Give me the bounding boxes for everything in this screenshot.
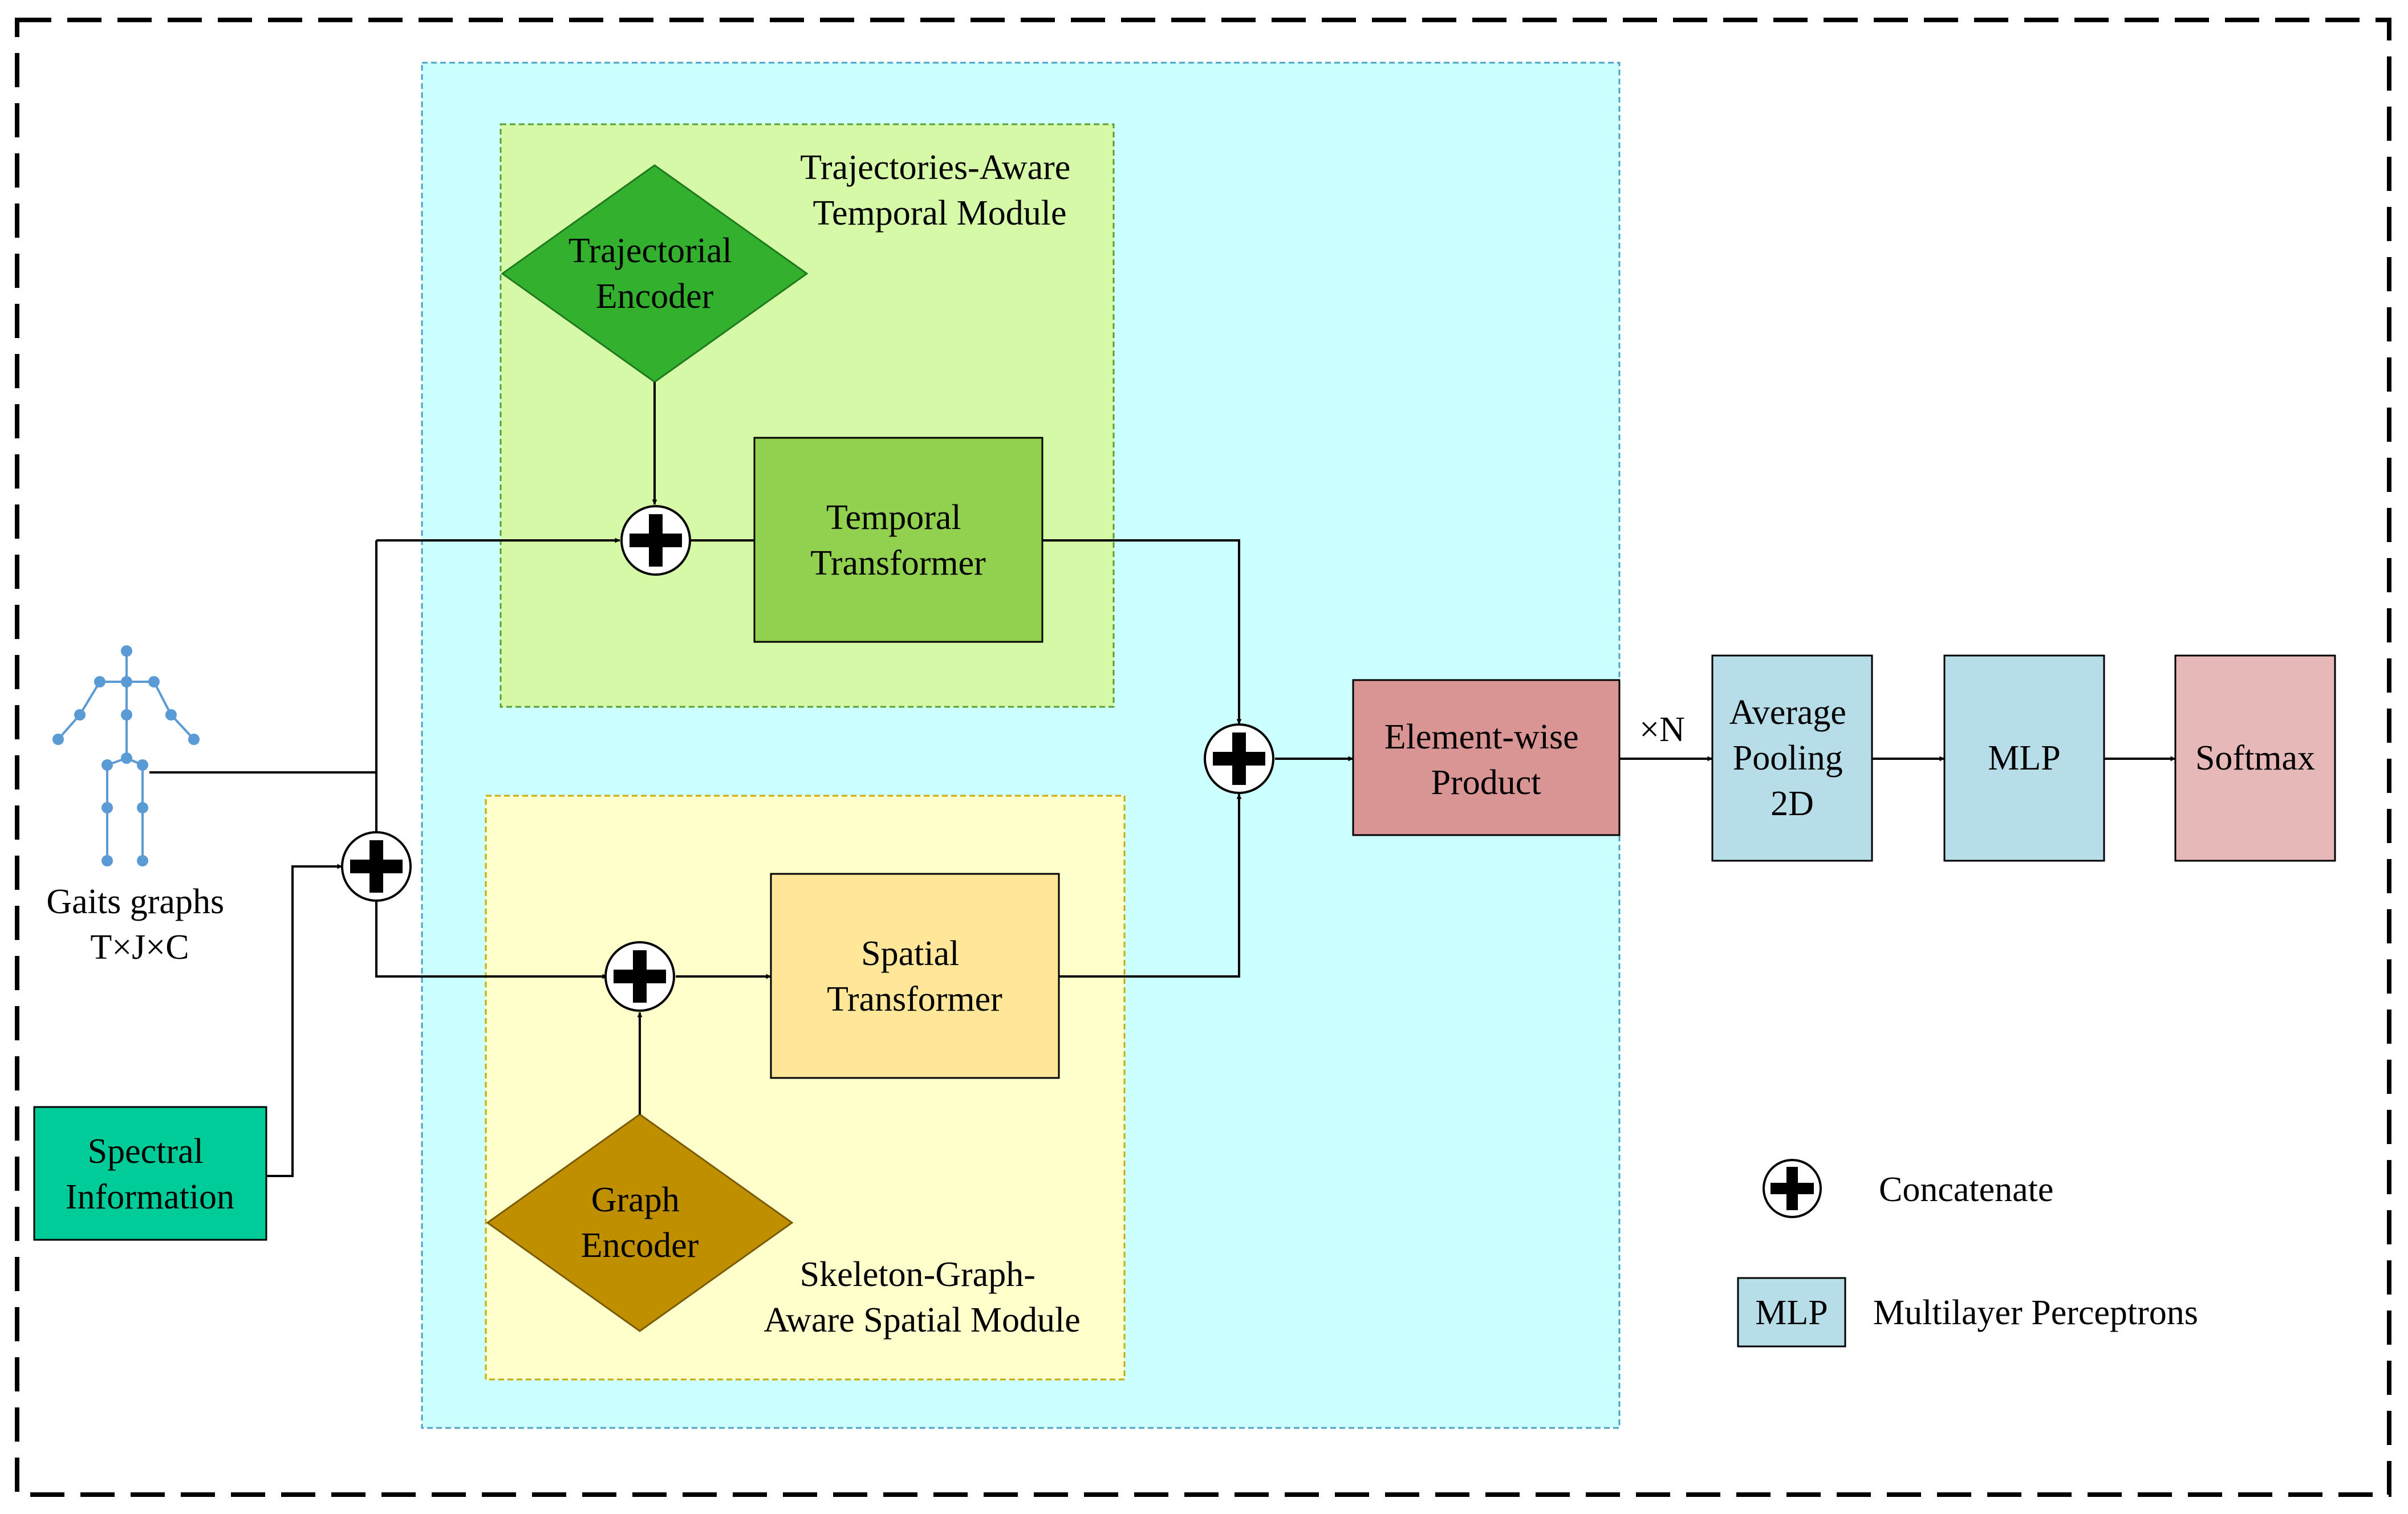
temporal-to-merge-line	[1042, 539, 1242, 725]
concat-symbol-temporal	[620, 505, 691, 576]
legend-concat-icon	[1763, 1159, 1822, 1218]
average-pooling-box	[1711, 654, 1873, 862]
element-wise-product-box	[1352, 679, 1621, 836]
legend: Concatenate MLP Multilayer Perceptrons	[1737, 1159, 2198, 1348]
spatial-module-title: Skeleton-Graph- Aware Spatial Module	[764, 1255, 1081, 1340]
concat-symbol-input	[341, 831, 412, 902]
spectral-information-box	[33, 1106, 267, 1241]
graph-encoder-label: Graph Encoder	[581, 1181, 699, 1265]
spatial-transformer-label: Spatial Transformer	[827, 934, 1002, 1019]
repeat-count-label: ×N	[1639, 710, 1685, 749]
mlp-label: MLP	[1988, 739, 2060, 778]
gaits-graphs-label: Gaits graphs T×J×C	[46, 882, 233, 967]
concat-symbol-merge	[1204, 723, 1274, 794]
mlp-box	[1943, 654, 2105, 862]
legend-mlp-box	[1737, 1277, 1846, 1348]
legend-mlp-description: Multilayer Perceptrons	[1873, 1293, 2198, 1332]
connection-lines	[149, 382, 2176, 1177]
skeleton-icon	[52, 645, 200, 866]
softmax-box	[2174, 654, 2336, 862]
spatial-transformer-box	[770, 873, 1060, 1079]
concat-symbol-spatial	[604, 941, 675, 1012]
spectral-information-label: Spectral Information	[66, 1132, 234, 1216]
legend-mlp-key: MLP	[1755, 1293, 1828, 1332]
graph-encoder-diamond	[486, 1113, 794, 1332]
spatial-to-merge-line	[1059, 793, 1242, 978]
temporal-transformer-label: Temporal Transformer	[810, 498, 986, 583]
trunk-lower-line	[375, 901, 608, 979]
temporal-transformer-box	[753, 437, 1043, 643]
spectral-to-concat-line	[266, 864, 343, 1177]
element-wise-product-label: Element-wise Product	[1384, 718, 1587, 802]
legend-concatenate-label: Concatenate	[1879, 1170, 2053, 1209]
softmax-label: Softmax	[2195, 739, 2315, 778]
trajectorial-encoder-label: Trajectorial Encoder	[569, 231, 741, 316]
temporal-module-title: Trajectories-Aware Temporal Module	[800, 148, 1079, 233]
outer-frame	[15, 18, 2391, 1497]
average-pooling-label: Average Pooling 2D	[1729, 693, 1855, 823]
